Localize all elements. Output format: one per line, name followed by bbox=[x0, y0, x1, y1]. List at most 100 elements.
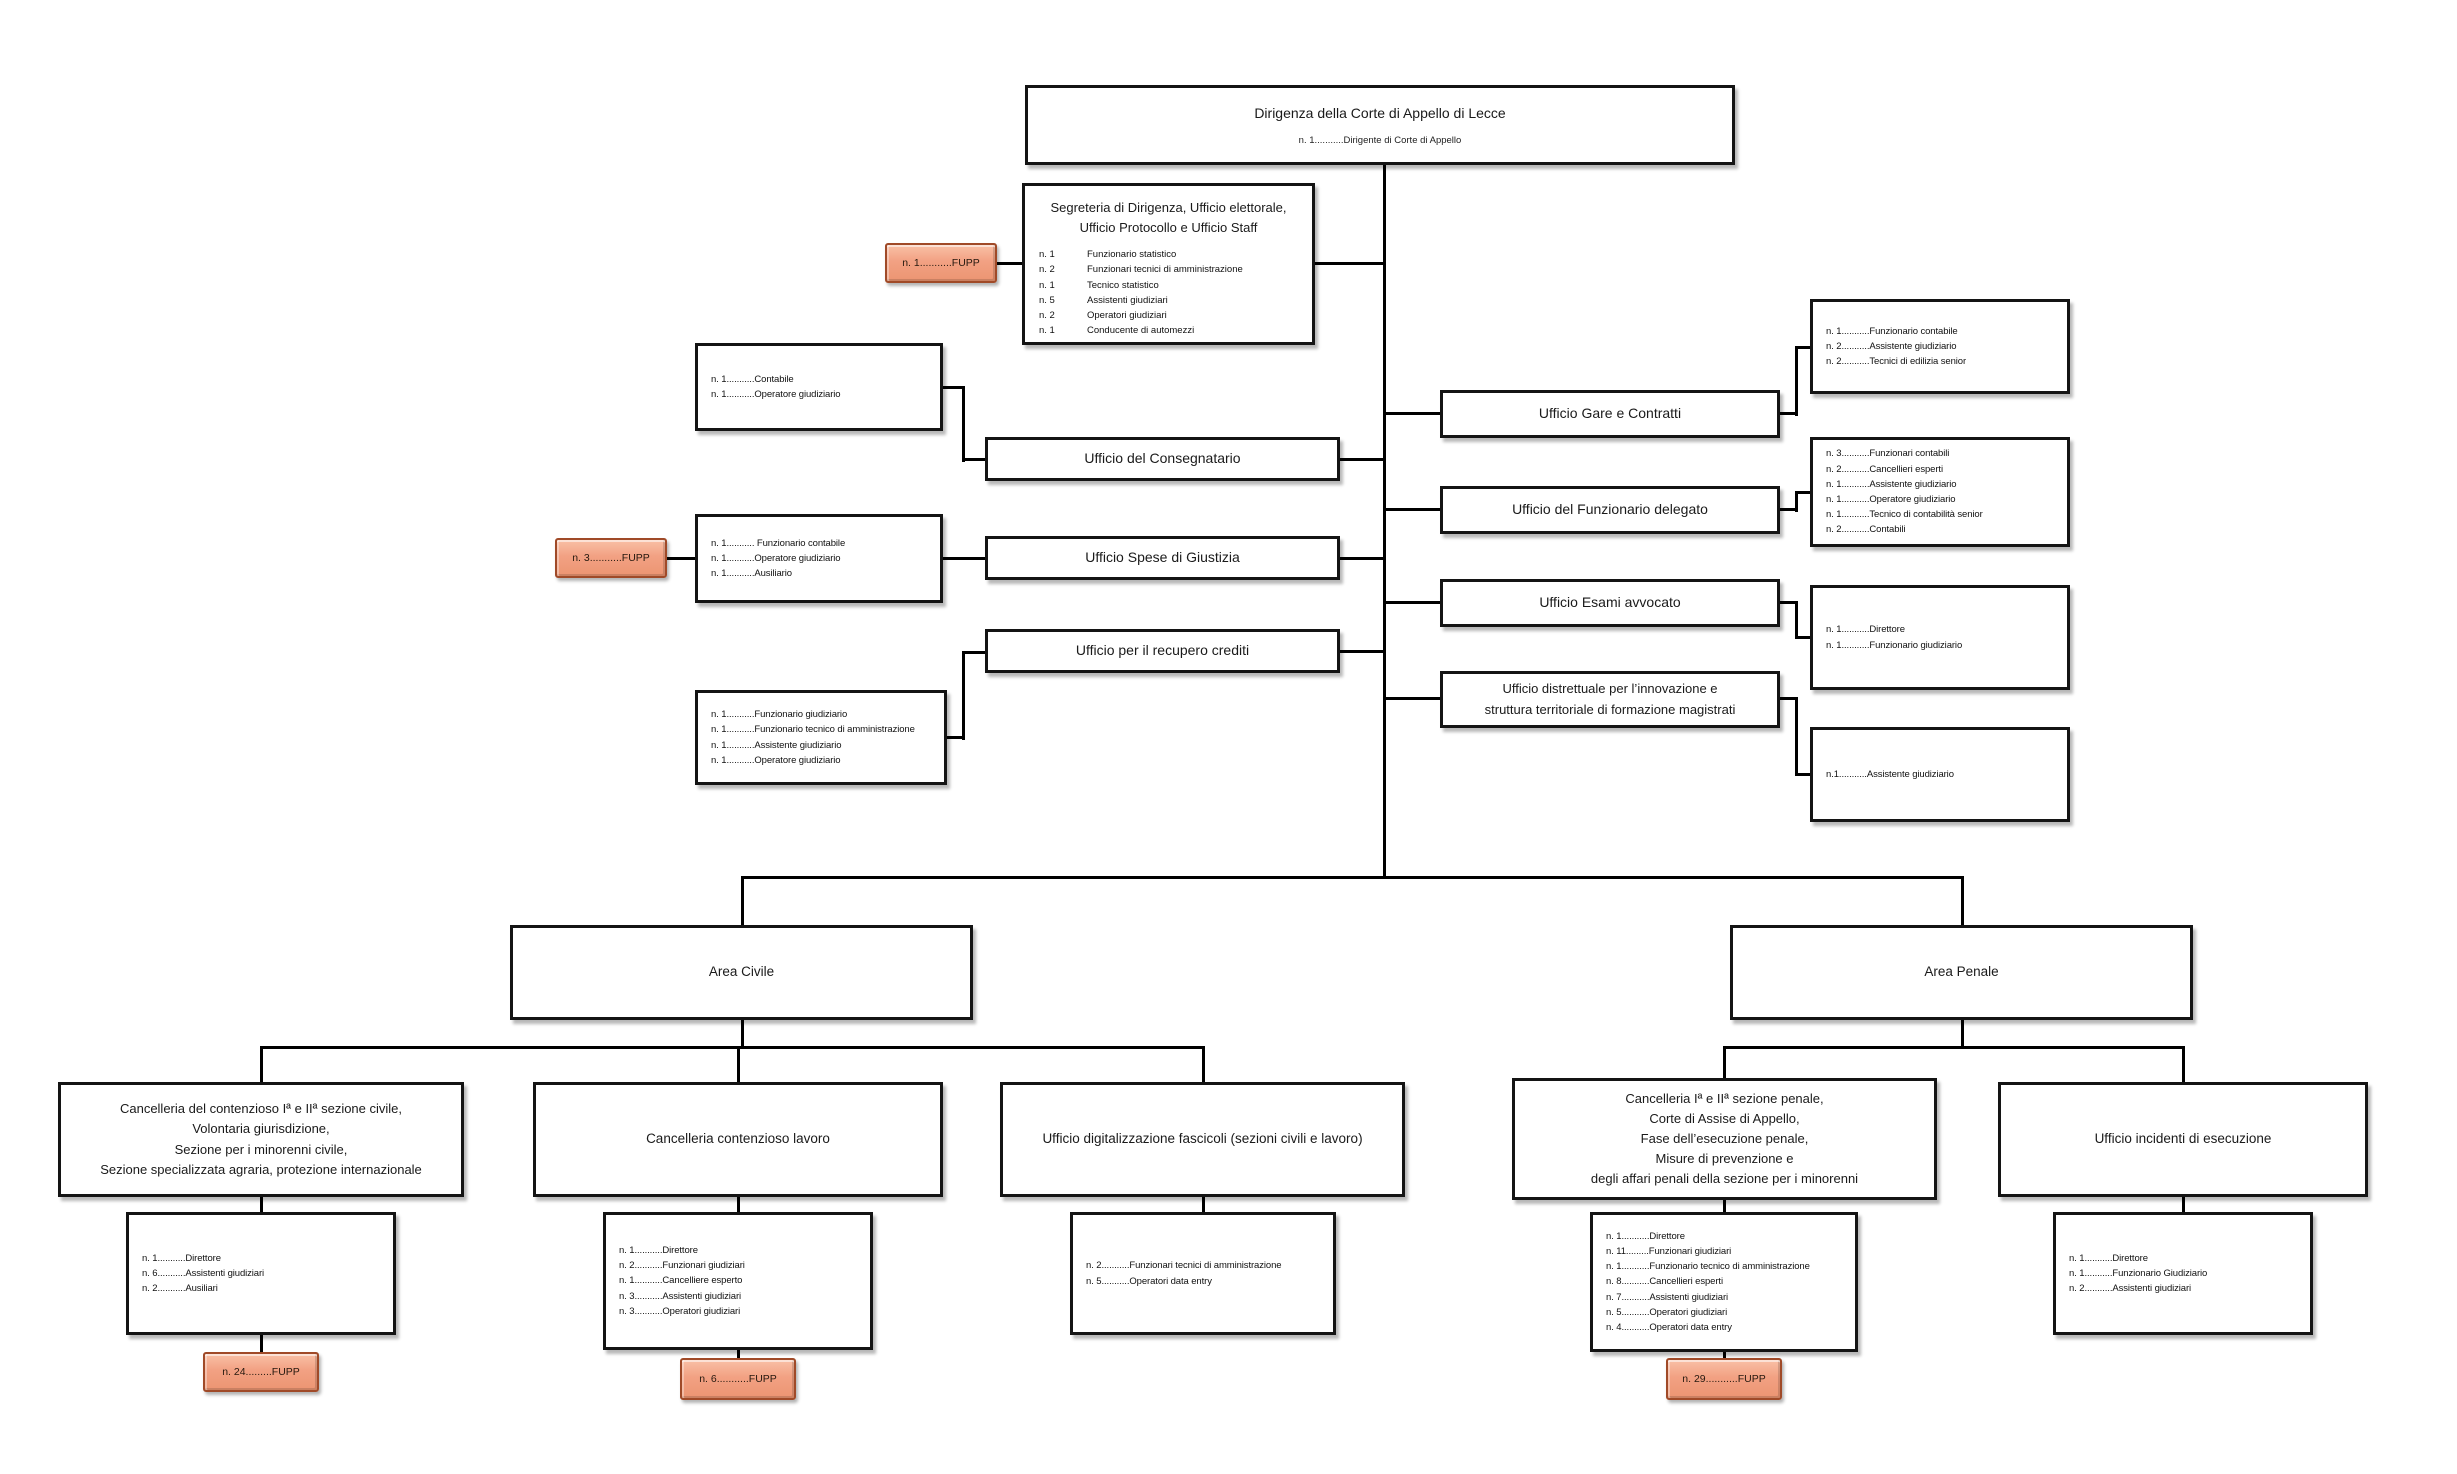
staff-role: Assistenti giudiziari bbox=[1087, 294, 1168, 306]
fupp-label: n. 1...........FUPP bbox=[902, 257, 980, 269]
title-line: Sezione specializzata agraria, protezion… bbox=[100, 1161, 422, 1177]
org-box-title: Ufficio per il recupero crediti bbox=[1075, 642, 1250, 659]
connector-line bbox=[1383, 165, 1386, 878]
org-box-title: Cancelleria contenzioso lavoro bbox=[646, 1131, 830, 1147]
staff-line: n. 3...........Funzionari contabili bbox=[1826, 448, 1950, 460]
org-box-area-penale: Area Penale bbox=[1730, 925, 2193, 1020]
connector-line bbox=[1795, 636, 1810, 639]
connector-line bbox=[962, 458, 985, 461]
connector-line bbox=[1780, 508, 1798, 511]
staff-line: n. 2...........Cancellieri esperti bbox=[1826, 463, 1943, 475]
fupp-box-spese: n. 3...........FUPP bbox=[555, 538, 667, 578]
connector-line bbox=[1795, 346, 1798, 416]
staff-line: n. 1...........Funzionario giudiziario bbox=[711, 709, 848, 721]
staff-line: n. 1...........Cancelliere esperto bbox=[619, 1275, 743, 1287]
connector-line bbox=[1961, 876, 1964, 925]
connector-line bbox=[1795, 602, 1798, 639]
org-box-title: Ufficio distrettuale per l’innovazione e… bbox=[1485, 679, 1736, 719]
staff-line: n. 3...........Operatori giudiziari bbox=[619, 1305, 741, 1317]
connector-line bbox=[741, 876, 744, 925]
title-line: Cancelleria Iª e IIª sezione penale, bbox=[1625, 1090, 1824, 1106]
org-box-title: Ufficio incidenti di esecuzione bbox=[2094, 1131, 2272, 1147]
org-box-cancelleria-contenzioso-civile: Cancelleria del contenzioso Iª e IIª sez… bbox=[58, 1082, 464, 1197]
staff-line: n. 2...........Assistenti giudiziari bbox=[2069, 1283, 2192, 1295]
org-box-funzionario-delegato: Ufficio del Funzionario delegato bbox=[1440, 486, 1780, 534]
staff-line: n. 1...........Direttore bbox=[142, 1252, 221, 1264]
staff-line: n. 4...........Operatori data entry bbox=[1606, 1321, 1732, 1333]
staff-line: n. 2...........Tecnici di edilizia senio… bbox=[1826, 356, 1967, 368]
org-box-subtitle: n. 1...........Dirigente di Corte di App… bbox=[1298, 135, 1462, 147]
staff-box-recupero-crediti: n. 1...........Funzionario giudiziario n.… bbox=[695, 690, 947, 785]
staff-line: n. 1...........Direttore bbox=[619, 1245, 698, 1257]
connector-line bbox=[962, 651, 965, 740]
connector-line bbox=[943, 736, 965, 739]
staff-count: n. 1 bbox=[1039, 325, 1055, 337]
staff-list: n. 3...........Funzionari contabili n. 2.… bbox=[1826, 446, 1983, 537]
org-box-title: Area Civile bbox=[708, 964, 775, 980]
org-box-title: Ufficio digitalizzazione fascicoli (sezi… bbox=[1042, 1131, 1363, 1147]
staff-list: n.1...........Assistente giudiziario bbox=[1826, 767, 1954, 782]
org-box-digitalizzazione-fascicoli: Ufficio digitalizzazione fascicoli (sezi… bbox=[1000, 1082, 1405, 1197]
staff-list: n. 2...........Funzionari tecnici di amm… bbox=[1086, 1258, 1282, 1288]
staff-line: n. 1...........Operatore giudiziario bbox=[711, 552, 841, 564]
connector-line bbox=[1780, 412, 1798, 415]
staff-role: Funzionario statistico bbox=[1087, 249, 1177, 261]
org-box-title: Area Penale bbox=[1924, 964, 1999, 980]
org-box-title: Dirigenza della Corte di Appello di Lecc… bbox=[1254, 104, 1506, 121]
staff-role: Operatori giudiziari bbox=[1087, 310, 1167, 322]
connector-line bbox=[1723, 1352, 1726, 1358]
org-box-cancelleria-sezione-penale: Cancelleria Iª e IIª sezione penale,Cort… bbox=[1512, 1078, 1937, 1200]
connector-line bbox=[962, 651, 985, 654]
staff-line: n. 5...........Operatori giudiziari bbox=[1606, 1306, 1728, 1318]
staff-line: n. 5...........Operatori data entry bbox=[1086, 1275, 1212, 1287]
org-box-area-civile: Area Civile bbox=[510, 925, 973, 1020]
connector-line bbox=[1340, 458, 1386, 461]
connector-line bbox=[943, 386, 965, 389]
staff-role: Tecnico statistico bbox=[1087, 279, 1159, 291]
connector-line bbox=[1961, 1020, 1964, 1046]
staff-list: n. 1...........Direttore n. 1...........F… bbox=[2069, 1251, 2207, 1297]
staff-line: n. 1...........Ausiliario bbox=[711, 568, 792, 580]
title-line: Ufficio distrettuale per l’innovazione e bbox=[1502, 681, 1718, 697]
staff-line: n. 1...........Funzionario tecnico di am… bbox=[711, 724, 915, 736]
connector-line bbox=[997, 262, 1022, 265]
connector-line bbox=[2182, 1197, 2185, 1212]
title-line: Ufficio Protocollo e Ufficio Staff bbox=[1079, 220, 1258, 236]
staff-list: n. 1...........Funzionario giudiziario n.… bbox=[711, 707, 915, 768]
connector-line bbox=[2182, 1046, 2185, 1082]
org-box-dirigenza: Dirigenza della Corte di Appello di Lecc… bbox=[1025, 85, 1735, 165]
staff-line: n. 1...........Direttore bbox=[2069, 1252, 2148, 1264]
staff-box-ufficio-distrettuale: n.1...........Assistente giudiziario bbox=[1810, 727, 2070, 822]
fupp-box-contenzioso-civile: n. 24.........FUPP bbox=[203, 1352, 319, 1392]
fupp-label: n. 3...........FUPP bbox=[572, 552, 650, 564]
fupp-box-segreteria: n. 1...........FUPP bbox=[885, 243, 997, 283]
connector-line bbox=[1340, 557, 1386, 560]
org-box-title: Ufficio Spese di Giustizia bbox=[1085, 549, 1240, 566]
connector-line bbox=[1795, 698, 1798, 776]
staff-line: n. 3...........Assistenti giudiziari bbox=[619, 1290, 742, 1302]
connector-line bbox=[260, 1046, 1205, 1049]
staff-line: n. 1...........Assistente giudiziario bbox=[711, 739, 842, 751]
staff-line: n. 1...........Funzionario Giudiziario bbox=[2069, 1267, 2208, 1279]
connector-line bbox=[1723, 1046, 1726, 1078]
org-box-recupero-crediti: Ufficio per il recupero crediti bbox=[985, 629, 1340, 673]
org-box-consegnatario: Ufficio del Consegnatario bbox=[985, 437, 1340, 481]
title-line: Volontaria giurisdizione, bbox=[192, 1121, 330, 1137]
connector-line bbox=[1386, 508, 1440, 511]
fupp-box-sezione-penale: n. 29...........FUPP bbox=[1666, 1358, 1782, 1400]
staff-line: n. 2...........Contabili bbox=[1826, 524, 1906, 536]
connector-line bbox=[737, 1197, 740, 1212]
connector-line bbox=[1386, 697, 1440, 700]
connector-line bbox=[1340, 650, 1386, 653]
staff-line: n. 1...........Operatore giudiziario bbox=[711, 389, 841, 400]
